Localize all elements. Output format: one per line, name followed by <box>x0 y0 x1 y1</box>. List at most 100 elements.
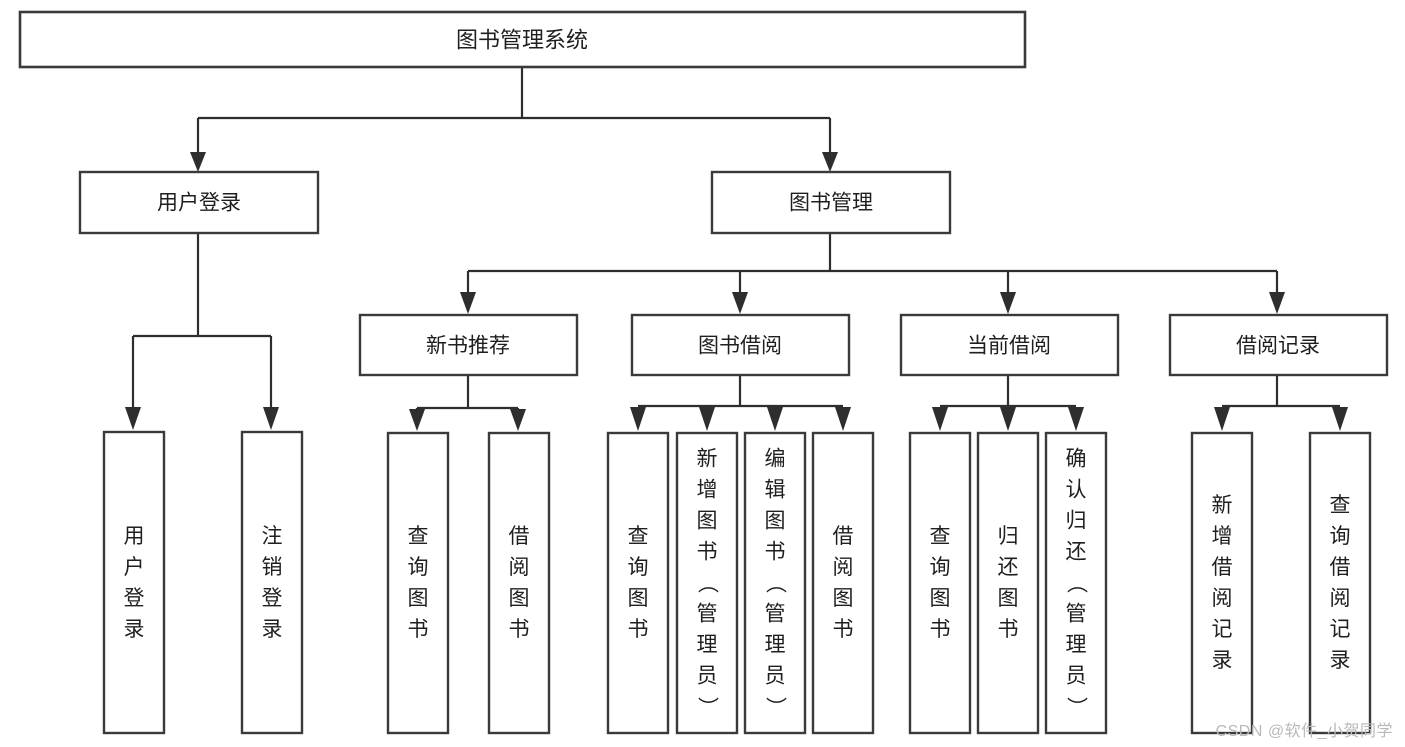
root-box-label: 图书管理系统 <box>456 28 588 53</box>
node-current-borrow[interactable]: 当前借阅 <box>899 313 1120 377</box>
leaf-edit-book-box-rect[interactable] <box>743 431 807 735</box>
leaf-label-char: ） <box>696 697 719 718</box>
arrow-user-login-to-leaf-1 <box>125 407 141 430</box>
leaf-label-char: ） <box>764 697 787 718</box>
leaf-label-char: 图 <box>509 587 530 610</box>
book-borrow-box-label: 图书借阅 <box>698 335 782 358</box>
node-book-borrow[interactable]: 图书借阅 <box>630 313 851 377</box>
node-root[interactable]: 图书管理系统 <box>18 10 1027 69</box>
arrow-user-login-to-leaf-2 <box>263 407 279 430</box>
arrow-root-to-book-manage <box>822 152 838 172</box>
leaf-label-char: 借 <box>509 525 530 548</box>
leaf-label-char: 员 <box>765 665 786 688</box>
leaf-query-book-3-box-rect[interactable] <box>908 431 972 735</box>
leaf-label-char: 书 <box>509 618 530 641</box>
leaf-label-char: 登 <box>124 587 145 610</box>
node-book-manage[interactable]: 图书管理 <box>710 170 952 235</box>
leaf-label-char: （ <box>1065 573 1088 594</box>
leaf-label-char: 图 <box>697 510 718 533</box>
node-borrow-record[interactable]: 借阅记录 <box>1168 313 1389 377</box>
book-manage-box-rect[interactable] <box>710 170 952 235</box>
leaf-query-book-2-box-rect[interactable] <box>606 431 670 735</box>
leaf-add-book-box-rect[interactable] <box>675 431 739 735</box>
leaf-borrow-book-2-box-rect[interactable] <box>811 431 875 735</box>
arrow-book-manage-to-borrow-record <box>1269 292 1285 314</box>
node-leaf-user-login[interactable]: 用户登录 <box>102 430 166 735</box>
leaf-label-char: 书 <box>930 618 951 641</box>
leaf-label-char: ） <box>1065 697 1088 718</box>
leaf-confirm-return-box-rect[interactable] <box>1044 431 1108 735</box>
arrow-book-manage-to-new-book <box>460 292 476 314</box>
new-book-recommend-box-label: 新书推荐 <box>426 335 510 358</box>
leaf-label-char: 询 <box>408 556 429 579</box>
leaf-user-login-box-label: 用户登录 <box>124 525 145 641</box>
arrow-current-borrow-to-leaf-1 <box>932 407 948 431</box>
leaf-query-book-1-box-rect[interactable] <box>386 431 450 735</box>
current-borrow-box-label: 当前借阅 <box>967 335 1051 358</box>
root-box-rect[interactable] <box>18 10 1027 69</box>
leaf-label-char: 询 <box>628 556 649 579</box>
leaf-user-login-box-rect[interactable] <box>102 430 166 735</box>
arrow-book-manage-to-book-borrow <box>732 292 748 314</box>
leaf-label-char: 借 <box>1212 556 1233 579</box>
leaf-label-char: 编 <box>765 448 786 471</box>
leaf-label-char: 图 <box>833 587 854 610</box>
current-borrow-box-rect[interactable] <box>899 313 1120 377</box>
node-new-book-recommend[interactable]: 新书推荐 <box>358 313 579 377</box>
leaf-label-char: 查 <box>1330 494 1351 517</box>
leaf-query-record-box-rect[interactable] <box>1308 431 1372 735</box>
arrow-borrow-record-to-leaf-1 <box>1214 407 1230 431</box>
leaf-label-char: 认 <box>1066 479 1087 502</box>
leaf-label-char: 理 <box>765 634 786 657</box>
leaf-label-char: 查 <box>628 525 649 548</box>
leaf-label-char: 注 <box>262 525 283 548</box>
leaf-borrow-book-1-box-rect[interactable] <box>487 431 551 735</box>
leaf-label-char: 员 <box>1066 665 1087 688</box>
leaf-label-char: 员 <box>697 665 718 688</box>
leaf-label-char: 借 <box>833 525 854 548</box>
connector-layer <box>125 67 1348 431</box>
leaf-label-char: 理 <box>697 634 718 657</box>
leaf-label-char: 借 <box>1330 556 1351 579</box>
arrow-book-manage-to-current-borrow <box>1000 292 1016 314</box>
leaf-label-char: 书 <box>408 618 429 641</box>
node-user-login[interactable]: 用户登录 <box>78 170 320 235</box>
borrow-record-box-label: 借阅记录 <box>1236 335 1320 358</box>
user-login-box-rect[interactable] <box>78 170 320 235</box>
leaf-label-char: 阅 <box>833 556 854 579</box>
borrow-record-box-rect[interactable] <box>1168 313 1389 377</box>
leaf-label-char: 图 <box>765 510 786 533</box>
leaf-label-char: 管 <box>697 603 718 626</box>
book-borrow-box-rect[interactable] <box>630 313 851 377</box>
leaf-label-char: 图 <box>408 587 429 610</box>
leaf-logout-box-rect[interactable] <box>240 430 304 735</box>
leaf-label-char: 阅 <box>1212 587 1233 610</box>
leaf-label-char: 用 <box>124 525 145 548</box>
new-book-recommend-box-rect[interactable] <box>358 313 579 377</box>
leaf-return-book-box-rect[interactable] <box>976 431 1040 735</box>
arrow-current-borrow-to-leaf-3 <box>1068 407 1084 431</box>
leaf-add-record-box-rect[interactable] <box>1190 431 1254 735</box>
